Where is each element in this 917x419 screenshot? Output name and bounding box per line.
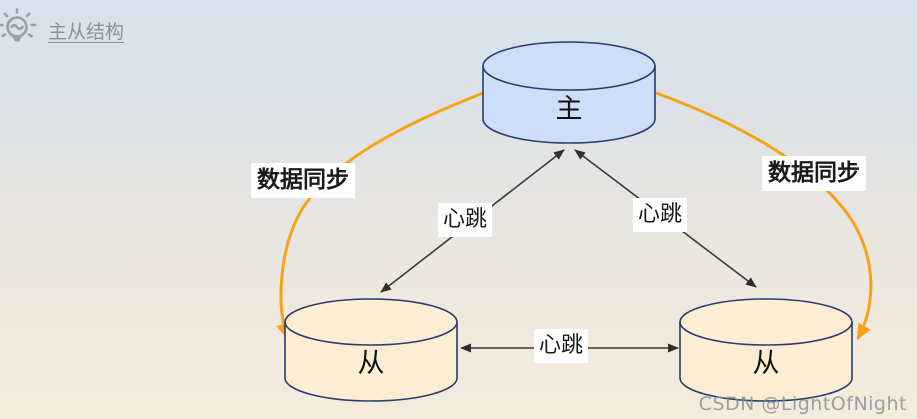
edge-label-data-sync-right: 数据同步 [762, 156, 866, 192]
edge-label-heartbeat-middle: 心跳 [534, 329, 589, 363]
node-master-cylinder [482, 41, 656, 144]
edge-label-data-sync-left: 数据同步 [251, 163, 355, 199]
node-slave-right-label: 从 [752, 348, 780, 379]
page-header: 主从结构 [0, 8, 124, 52]
node-master-label: 主 [555, 94, 583, 125]
lightbulb-icon [0, 8, 37, 42]
edge-label-heartbeat-right: 心跳 [633, 198, 688, 232]
watermark: CSDN @LightOfNight [698, 393, 907, 415]
node-slave-right-cylinder [679, 298, 853, 402]
page-title[interactable]: 主从结构 [48, 20, 125, 43]
node-slave-left-cylinder [284, 298, 458, 402]
edge-data-sync-right [655, 91, 873, 341]
edge-label-heartbeat-left: 心跳 [438, 203, 493, 237]
node-slave-left-label: 从 [357, 348, 385, 379]
edge-data-sync-left [276, 91, 484, 340]
